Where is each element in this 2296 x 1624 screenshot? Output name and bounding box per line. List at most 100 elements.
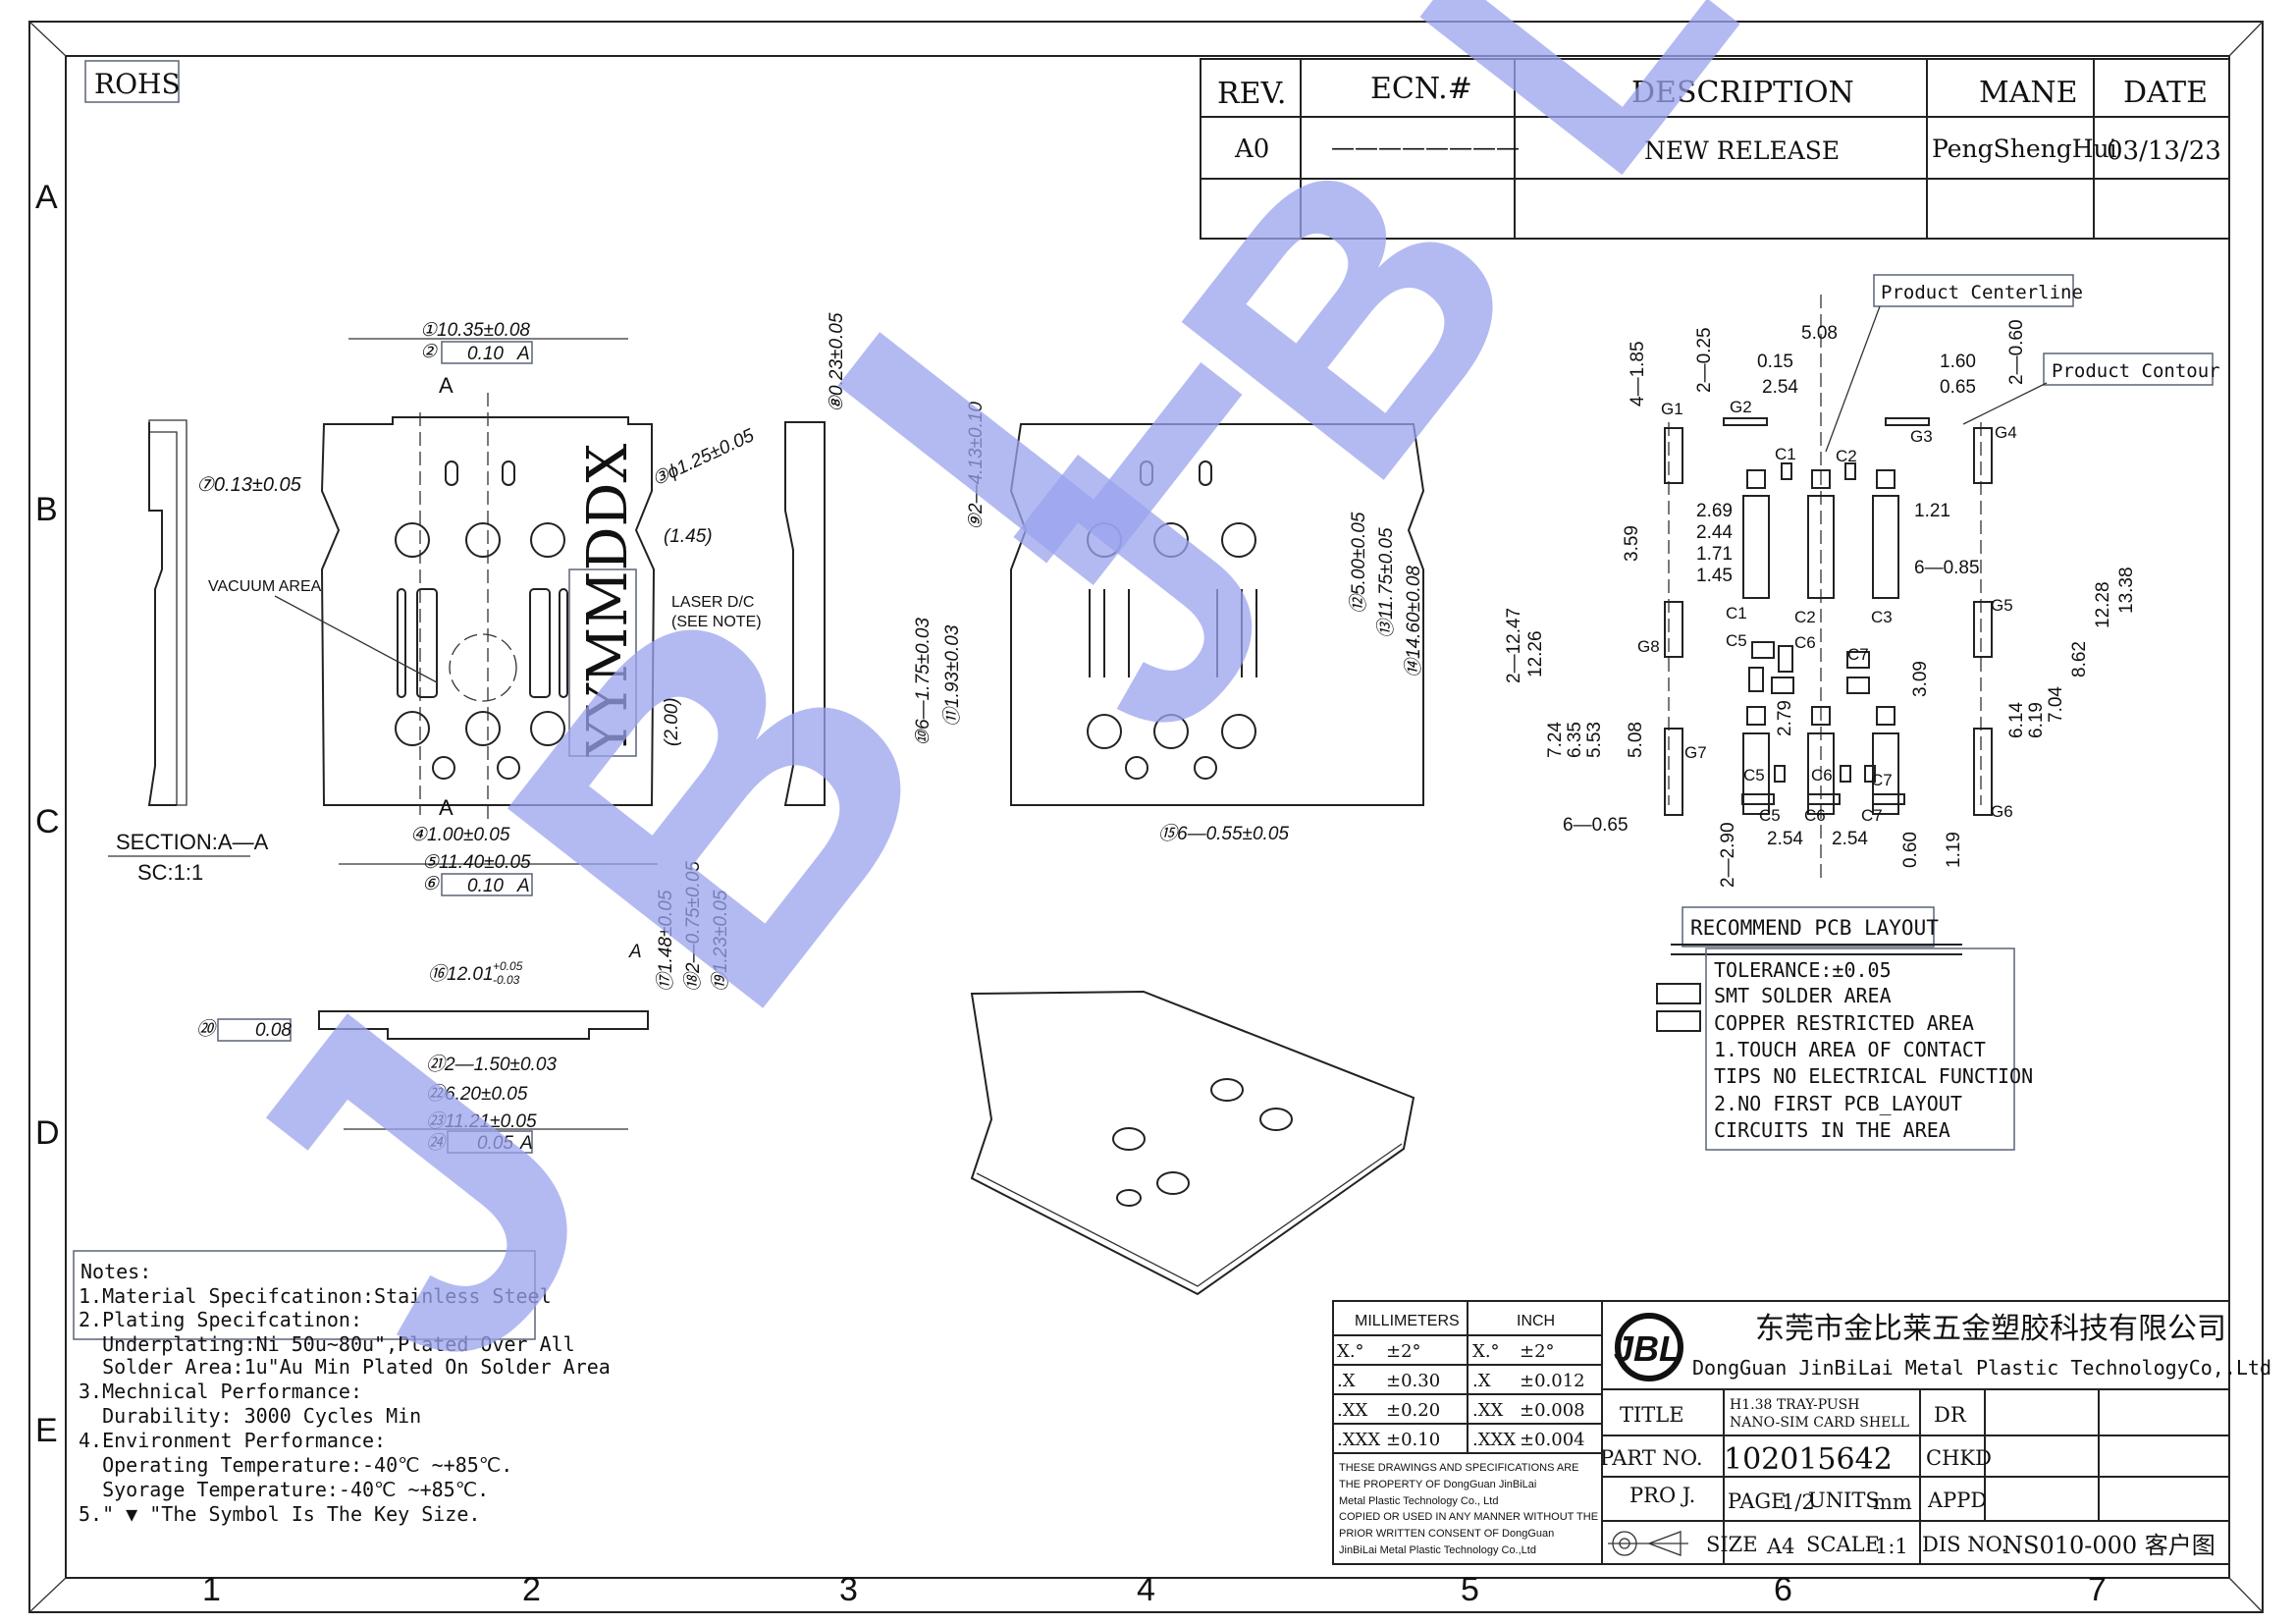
- revision-table: REV. ECN.# DESCRIPTION MANE DATE A0 ————…: [1200, 58, 2230, 240]
- tol-in-key-3: .XXX: [1472, 1430, 1516, 1450]
- pcb-dim-1-60: 1.60: [1940, 352, 1976, 372]
- pcb-dim-2-44: 2.44: [1696, 522, 1733, 543]
- tol-mm-key-2: .XX: [1337, 1400, 1368, 1421]
- pcb-dim-13-38: 13.38: [2116, 567, 2137, 614]
- pcb-dim-6-19: 6.19: [2026, 702, 2047, 738]
- date-header: DATE: [2123, 76, 2208, 110]
- dim-20-label: ⑳: [196, 1018, 218, 1040]
- zone-col-6: 6: [1774, 1571, 1792, 1608]
- pcb-note-3: 2.NO FIRST PCB_LAYOUT: [1714, 1092, 1962, 1115]
- dim-8: ⑧0.23±0.05: [827, 312, 847, 412]
- title-block: MILLIMETERS INCH X.° ±2° X.° ±2° .X ±0.3…: [1332, 1300, 2271, 1565]
- zone-row-b: B: [35, 491, 58, 528]
- disclaimer-5: JinBiLai Metal Plastic Technology Co.,Lt…: [1339, 1544, 1536, 1556]
- tol-in-key-0: X.°: [1472, 1341, 1500, 1362]
- company-name-en: DongGuan JinBiLai Metal Plastic Technolo…: [1692, 1356, 2271, 1380]
- tol-mm-key-3: .XXX: [1337, 1430, 1380, 1450]
- part-no-value: 102015642: [1724, 1442, 1893, 1477]
- company-logo: JBL: [1614, 1313, 1683, 1381]
- projection-symbol-icon: [1608, 1531, 1688, 1556]
- description-value: NEW RELEASE: [1644, 136, 1840, 165]
- pcb-note-2: TIPS NO ELECTRICAL FUNCTION: [1714, 1064, 2033, 1088]
- tol-in-val-1: ±0.012: [1520, 1371, 1585, 1391]
- tol-in-val-3: ±0.004: [1520, 1430, 1585, 1450]
- pad-c6-mid: C6: [1794, 633, 1816, 652]
- note-2: 2.Plating Specifcatinon:: [79, 1308, 362, 1331]
- note-4b: Syorage Temperature:-40℃ ~+85℃.: [79, 1478, 489, 1501]
- size-value: A4: [1766, 1535, 1795, 1558]
- pcb-dim-3-09: 3.09: [1910, 661, 1931, 697]
- dim-5: ⑤11.40±0.05: [422, 852, 531, 873]
- logo-text: JBL: [1614, 1328, 1681, 1369]
- pad-c1-top: C1: [1775, 445, 1796, 463]
- pcb-copper: COPPER RESTRICTED AREA: [1714, 1011, 1974, 1035]
- pcb-layout: Product Centerline Product Contour G1 G2…: [1504, 274, 2220, 888]
- pad-g1: G1: [1661, 400, 1683, 418]
- pcb-tolerance: TOLERANCE:±0.05: [1714, 958, 1892, 982]
- contour-callout: Product Contour: [2052, 360, 2220, 382]
- dim-22: ㉒6.20±0.05: [426, 1083, 528, 1105]
- ecn-value: ————————: [1331, 134, 1520, 161]
- pcb-dim-4-1-85: 4—1.85: [1628, 341, 1648, 406]
- pcb-dim-0-65: 0.65: [1940, 377, 1976, 398]
- zone-col-7: 7: [2088, 1571, 2107, 1608]
- dim-16: ⑯12.01: [428, 963, 494, 985]
- pcb-legend-title: RECOMMEND PCB LAYOUT: [1690, 916, 1939, 940]
- rev-header: REV.: [1217, 77, 1286, 111]
- disclaimer-1: THE PROPERTY OF DongGuan JinBiLai: [1339, 1479, 1536, 1490]
- tol-mm-val-2: ±0.20: [1386, 1400, 1440, 1421]
- note-1: 1.Material Specifcatinon:Stainless Steel: [79, 1284, 552, 1308]
- rev-value: A0: [1234, 135, 1269, 164]
- pad-g6: G6: [1991, 802, 2013, 821]
- pad-c3: C3: [1871, 608, 1893, 626]
- disclaimer-3: COPIED OR USED IN ANY MANNER WITHOUT THE: [1339, 1511, 1598, 1523]
- dim-9: ⑨2—4.13±0.10: [966, 402, 987, 530]
- dim-7: ⑦0.13±0.05: [196, 474, 302, 496]
- note-4: 4.Environment Performance:: [79, 1429, 386, 1452]
- rohs-box: [84, 60, 180, 103]
- part-no-label: PART NO.: [1600, 1446, 1703, 1470]
- pcb-dim-2-79: 2.79: [1775, 700, 1795, 736]
- pad-g4: G4: [1995, 423, 2017, 442]
- page-label: PAGE: [1728, 1489, 1786, 1513]
- rohs-label: ROHS: [94, 68, 181, 100]
- pcb-dim-3-59: 3.59: [1622, 525, 1642, 562]
- dim-11: ⑪1.93±0.03: [941, 624, 963, 727]
- pcb-note-4: CIRCUITS IN THE AREA: [1714, 1118, 1950, 1142]
- vacuum-area-label: VACUUM AREA: [208, 578, 322, 595]
- pad-g3: G3: [1910, 427, 1933, 446]
- pcb-dim-2-0-60: 2—0.60: [2006, 319, 2027, 385]
- top-view: YYMMDDX A A VACUUM AREA LASER D/C (SEE N…: [208, 312, 847, 896]
- scale-value: 1:1: [1875, 1535, 1908, 1558]
- pad-c7-bottom: C7: [1861, 806, 1883, 825]
- pad-c6-bottom: C6: [1804, 806, 1826, 825]
- pad-c2-top: C2: [1836, 447, 1857, 465]
- date-value: 03/13/23: [2107, 136, 2221, 166]
- zone-col-1: 1: [202, 1571, 221, 1608]
- name-value: PengShengHui: [1932, 135, 2117, 163]
- note-4a: Operating Temperature:-40℃ ~+85℃.: [79, 1453, 512, 1477]
- dr-label: DR: [1934, 1403, 1967, 1427]
- pcb-note-1: 1.TOUCH AREA OF CONTACT: [1714, 1038, 1986, 1061]
- datum-a-label: A: [628, 942, 642, 962]
- pcb-legend: RECOMMEND PCB LAYOUT TOLERANCE:±0.05 SMT…: [1656, 906, 2033, 1151]
- dim-24-label: ㉔: [426, 1132, 448, 1154]
- laser-dc-label: LASER D/C: [671, 594, 754, 611]
- pcb-dim-8-62: 8.62: [2069, 641, 2090, 677]
- dim-20-value: 0.08: [255, 1020, 292, 1041]
- scale-label: SCALE: [1806, 1533, 1880, 1556]
- pad-c7-mid: C7: [1847, 645, 1869, 664]
- pcb-dim-2-2-90: 2—2.90: [1718, 822, 1738, 888]
- dim-16-lower: -0.03: [493, 973, 520, 987]
- page-value: 1/2: [1782, 1490, 1815, 1514]
- date-code: YYMMDDX: [576, 444, 640, 757]
- dim-24-datum: A: [519, 1133, 533, 1154]
- note-2a: Underplating:Ni 50u~80u",Plated Over All: [79, 1332, 575, 1356]
- pcb-dim-1-45: 1.45: [1696, 566, 1733, 586]
- zone-row-e: E: [35, 1412, 58, 1449]
- zone-row-c: C: [35, 803, 60, 840]
- tol-mm-header: MILLIMETERS: [1355, 1313, 1460, 1329]
- pcb-dim-0-15: 0.15: [1757, 352, 1793, 372]
- see-note-label: (SEE NOTE): [671, 614, 762, 630]
- pcb-dim-2-69: 2.69: [1696, 501, 1733, 521]
